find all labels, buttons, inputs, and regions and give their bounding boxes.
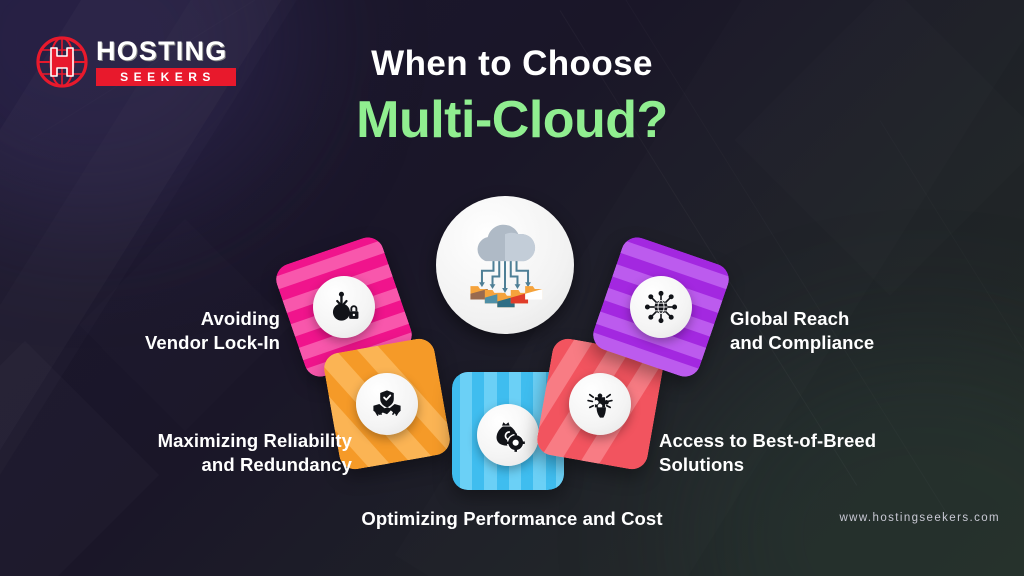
label-access-to-best-of-breed-solutions: Access to Best-of-Breed Solutions: [659, 430, 877, 476]
badge-maximizing-reliability-and-redundancy: [356, 373, 418, 435]
title-line-2: Multi-Cloud?: [356, 91, 668, 150]
label-avoiding-vendor-lock-in: Avoiding Vendor Lock-In: [144, 308, 280, 354]
puzzle-hand-icon: [587, 393, 613, 418]
central-hub: [436, 196, 574, 334]
logo-wordmark: HOSTING SEEKERS: [96, 38, 236, 86]
label-maximizing-reliability-and-redundancy: Maximizing Reliability and Redundancy: [157, 430, 352, 476]
card-avoiding-vendor-lock-in[interactable]: [271, 232, 417, 382]
bg-line-3: [880, 120, 1024, 477]
handshake-shield-icon: [373, 390, 401, 416]
brand-logo[interactable]: HOSTING SEEKERS: [36, 36, 236, 88]
logo-name-bottom: SEEKERS: [96, 68, 236, 86]
badge-access-to-best-of-breed-solutions: [569, 373, 631, 435]
website-url[interactable]: www.hostingseekers.com: [839, 512, 1000, 524]
label-global-reach-and-compliance: Global Reach and Compliance: [730, 308, 875, 354]
label-optimizing-performance-and-cost: Optimizing Performance and Cost: [361, 508, 663, 529]
badge-optimizing-performance-and-cost: [477, 404, 539, 466]
globe-h-logo-icon: [36, 36, 88, 88]
cloud-distribution-icon: [470, 224, 543, 308]
page-title: When to Choose Multi-Cloud?: [0, 44, 1024, 153]
card-global-reach-and-compliance[interactable]: [588, 232, 734, 382]
globe-network-icon: [644, 290, 678, 324]
money-bag-gear-icon: [496, 422, 525, 452]
badge-avoiding-vendor-lock-in: [313, 276, 375, 338]
badge-global-reach-and-compliance: [630, 276, 692, 338]
bomb-lock-icon: [332, 291, 359, 321]
logo-name-top: HOSTING: [96, 36, 228, 66]
title-line-1: When to Choose: [371, 44, 653, 83]
